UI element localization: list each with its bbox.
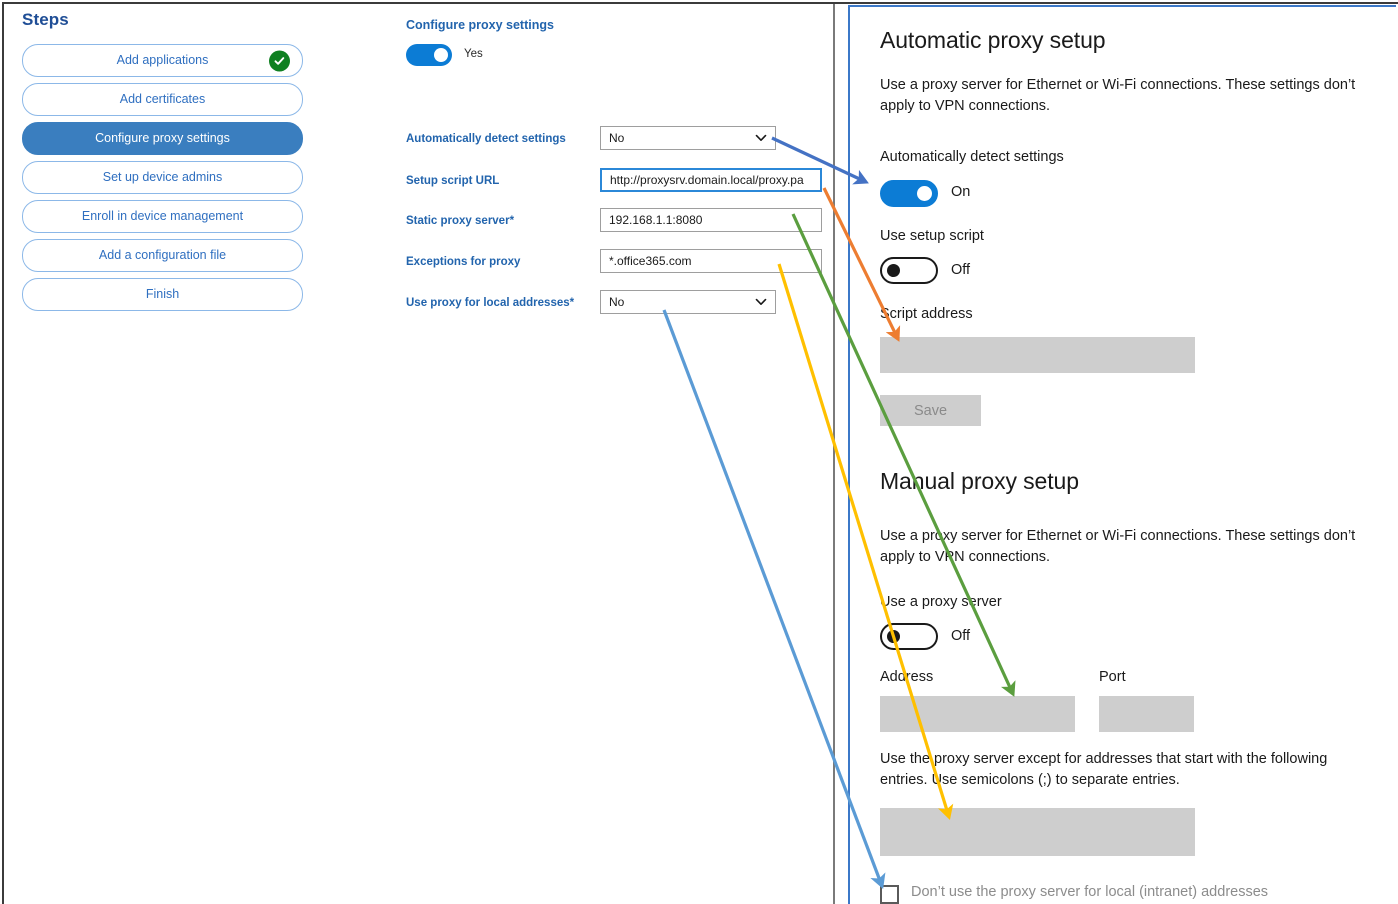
steps-panel: Steps Add applications Add certificates … [4, 4, 320, 322]
label-static-proxy-server: Static proxy server* [406, 215, 515, 227]
step-item-add-a-configuration-file[interactable]: Add a configuration file [22, 239, 303, 272]
step-item-configure-proxy-settings[interactable]: Configure proxy settings [22, 122, 303, 155]
chevron-down-icon [755, 296, 767, 308]
use-a-proxy-server-state: Off [951, 628, 971, 644]
toggle-knob [887, 630, 900, 643]
panel-vertical-divider [833, 4, 835, 904]
required-asterisk: * [509, 215, 515, 227]
use-setup-script-label: Use setup script [880, 228, 984, 244]
step-item-enroll-in-device-management[interactable]: Enroll in device management [22, 200, 303, 233]
select-value: No [609, 131, 625, 145]
configure-proxy-settings-toggle[interactable] [406, 44, 452, 66]
script-address-input[interactable] [880, 337, 1195, 373]
port-input[interactable] [1099, 696, 1194, 732]
use-setup-script-state: Off [951, 262, 971, 278]
manual-proxy-setup-heading: Manual proxy setup [880, 468, 1079, 494]
bypass-local-addresses-checkbox[interactable] [880, 885, 899, 904]
label-automatically-detect-settings: Automatically detect settings [406, 133, 566, 145]
step-item-add-certificates[interactable]: Add certificates [22, 83, 303, 116]
save-button[interactable]: Save [880, 395, 981, 426]
script-address-label: Script address [880, 306, 973, 322]
step-item-add-applications[interactable]: Add applications [22, 44, 303, 77]
label-setup-script-url: Setup script URL [406, 175, 500, 187]
use-setup-script-toggle[interactable] [880, 257, 938, 284]
automatic-proxy-setup-description: Use a proxy server for Ethernet or Wi-Fi… [880, 77, 1356, 114]
address-label: Address [880, 669, 934, 685]
input-value: *.office365.com [609, 254, 692, 268]
automatic-proxy-setup-heading: Automatic proxy setup [880, 27, 1106, 53]
use-a-proxy-server-label: Use a proxy server [880, 594, 1002, 610]
toggle-knob [917, 186, 932, 201]
step-item-finish[interactable]: Finish [22, 278, 303, 311]
steps-panel-title: Steps [22, 10, 69, 29]
select-automatically-detect-settings[interactable]: No [600, 126, 776, 150]
auto-detect-settings-label: Automatically detect settings [880, 149, 1064, 165]
form-heading: Configure proxy settings [406, 18, 554, 32]
label-exceptions-for-proxy: Exceptions for proxy [406, 256, 521, 268]
step-label: Finish [145, 287, 180, 302]
auto-detect-settings-toggle[interactable] [880, 180, 938, 207]
proxy-exceptions-input[interactable] [880, 808, 1195, 856]
input-value: 192.168.1.1:8080 [609, 213, 703, 227]
auto-detect-settings-state: On [951, 184, 971, 200]
required-asterisk: * [569, 297, 575, 309]
toggle-knob [434, 48, 448, 62]
step-label: Configure proxy settings [95, 131, 230, 146]
label-use-proxy-for-local-addresses: Use proxy for local addresses* [406, 297, 575, 309]
windows-proxy-settings-panel: Automatic proxy setup Use a proxy server… [848, 5, 1396, 904]
steps-list: Add applications Add certificates Config… [22, 44, 303, 317]
manual-proxy-setup-description: Use a proxy server for Ethernet or Wi-Fi… [880, 528, 1356, 565]
proxy-exceptions-description: Use the proxy server except for addresse… [880, 751, 1328, 788]
use-a-proxy-server-toggle[interactable] [880, 623, 938, 650]
proxy-settings-form: Configure proxy settings Yes Automatical… [406, 18, 826, 318]
address-input[interactable] [880, 696, 1075, 732]
step-label: Add applications [116, 53, 209, 68]
chevron-down-icon [755, 132, 767, 144]
window-frame-top-border [3, 2, 1398, 4]
check-circle-icon [269, 50, 290, 71]
toggle-knob [887, 264, 900, 277]
select-value: No [609, 295, 625, 309]
window-frame-left-border [2, 2, 4, 904]
bypass-local-addresses-label: Don’t use the proxy server for local (in… [911, 884, 1269, 900]
step-item-set-up-device-admins[interactable]: Set up device admins [22, 161, 303, 194]
configure-proxy-settings-toggle-value: Yes [464, 48, 483, 60]
step-label: Add a configuration file [98, 248, 227, 263]
input-exceptions-for-proxy[interactable]: *.office365.com [600, 249, 822, 273]
port-label: Port [1099, 669, 1126, 685]
step-label: Set up device admins [102, 170, 223, 185]
input-static-proxy-server[interactable]: 192.168.1.1:8080 [600, 208, 822, 232]
step-label: Add certificates [119, 92, 206, 107]
input-value: http://proxysrv.domain.local/proxy.pa [610, 173, 804, 187]
step-label: Enroll in device management [81, 209, 244, 224]
select-use-proxy-for-local-addresses[interactable]: No [600, 290, 776, 314]
input-setup-script-url[interactable]: http://proxysrv.domain.local/proxy.pa [600, 168, 822, 192]
